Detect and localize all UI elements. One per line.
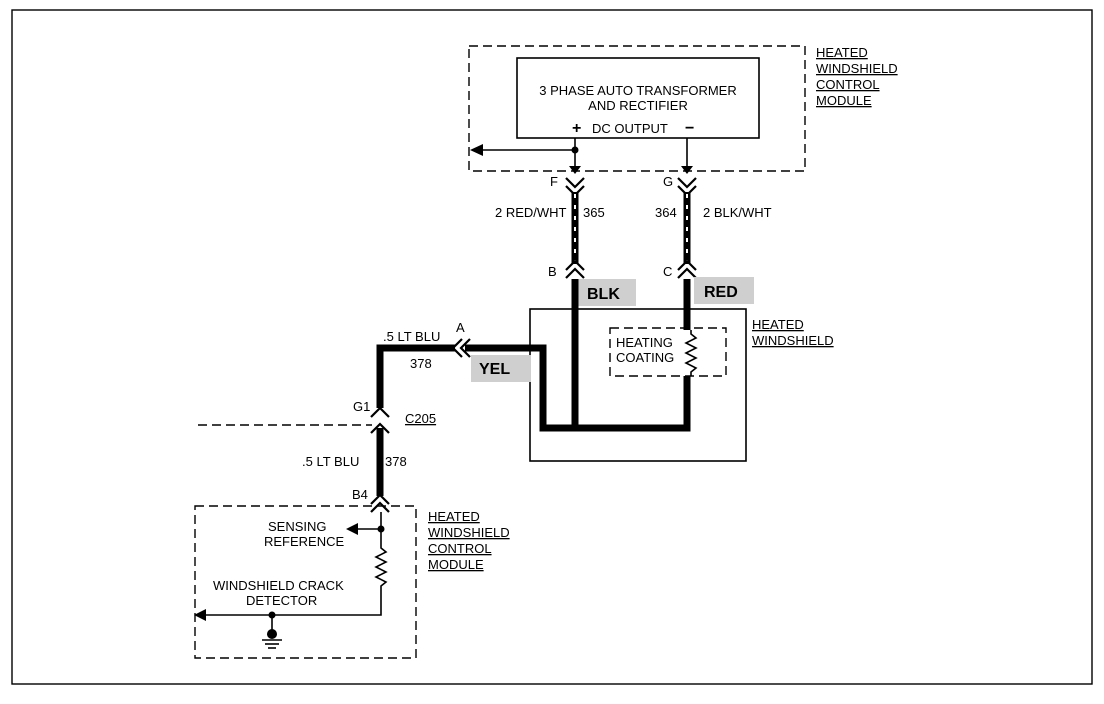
- wire-364-color: 2 BLK/WHT: [703, 205, 772, 220]
- transformer-label-line1: 3 PHASE AUTO TRANSFORMER: [539, 83, 736, 98]
- sensing-arrow-icon: [346, 523, 358, 535]
- connector-g-label: G: [663, 174, 673, 189]
- transformer-label-line2: AND RECTIFIER: [588, 98, 688, 113]
- heating-coating-boundary: [609, 327, 727, 377]
- dc-output-label: DC OUTPUT: [592, 121, 668, 136]
- heating-coating-line1: HEATING: [616, 335, 673, 350]
- sensing-reference-line1: SENSING: [268, 519, 327, 534]
- blk-tag: BLK: [587, 286, 620, 303]
- connector-c205-label: C205: [405, 411, 436, 426]
- connector-g1-icon: [370, 406, 390, 434]
- crack-detector-line2: DETECTOR: [246, 593, 317, 608]
- heated-windshield-title-line2: WINDSHIELD: [752, 333, 834, 348]
- lt-blu-upper-color: .5 LT BLU: [383, 329, 440, 344]
- yel-tag: YEL: [479, 361, 510, 378]
- minus-arrow-icon: [681, 166, 693, 174]
- lt-blu-upper-number: 378: [410, 356, 432, 371]
- bottom-control-module-boundary: [194, 505, 417, 659]
- connector-b4-icon: [370, 493, 390, 513]
- lt-blu-lower-number: 378: [385, 454, 407, 469]
- bottom-module-title-line4: MODULE: [428, 557, 484, 572]
- connector-b-icon: [565, 259, 585, 279]
- bottom-module-title-line2: WINDSHIELD: [428, 525, 510, 540]
- transformer-rectifier-box: [516, 57, 760, 139]
- heated-windshield-box: [529, 308, 747, 462]
- red-tag-shading: [694, 277, 754, 304]
- bottom-module-title-line1: HEATED: [428, 509, 480, 524]
- top-module-title-line1: HEATED: [816, 45, 868, 60]
- connector-f-label: F: [550, 174, 558, 189]
- connector-g1-label: G1: [353, 399, 370, 414]
- minus-symbol: −: [685, 120, 694, 137]
- branch-arrow-icon: [470, 144, 483, 156]
- crack-detector-resistor-icon: [272, 540, 388, 616]
- connector-b-label: B: [548, 264, 557, 279]
- heated-windshield-title-line1: HEATED: [752, 317, 804, 332]
- top-control-module-boundary: [468, 45, 806, 172]
- top-module-title-line2: WINDSHIELD: [816, 61, 898, 76]
- wire-364-number: 364: [655, 205, 677, 220]
- crack-detector-line1: WINDSHIELD CRACK: [213, 578, 344, 593]
- yel-tag-shading: [471, 355, 531, 382]
- lt-blu-lower-color: .5 LT BLU: [302, 454, 359, 469]
- red-tag: RED: [704, 284, 738, 301]
- ground-icon: [262, 629, 282, 649]
- connector-c-label: C: [663, 264, 672, 279]
- crack-detector-arrow-icon: [194, 609, 206, 621]
- plus-symbol: +: [572, 120, 581, 137]
- heating-coating-line2: COATING: [616, 350, 674, 365]
- connector-b4-label: B4: [352, 487, 368, 502]
- connector-a-label: A: [456, 320, 465, 335]
- bottom-module-title-line3: CONTROL: [428, 541, 492, 556]
- page-border: [11, 9, 1093, 685]
- heating-element-resistor-icon: [684, 330, 698, 376]
- sensing-reference-line2: REFERENCE: [264, 534, 345, 549]
- top-module-title-line4: MODULE: [816, 93, 872, 108]
- lt-blu-upper-wire: [376, 344, 455, 408]
- wire-365-color: 2 RED/WHT: [495, 205, 567, 220]
- windshield-loop-wire: [465, 344, 691, 432]
- splice-dot: [571, 146, 579, 154]
- wire-365-number: 365: [583, 205, 605, 220]
- blk-tag-shading: [578, 279, 636, 306]
- connector-c-icon: [677, 259, 697, 279]
- plus-arrow-icon: [569, 166, 581, 174]
- top-module-title-line3: CONTROL: [816, 77, 880, 92]
